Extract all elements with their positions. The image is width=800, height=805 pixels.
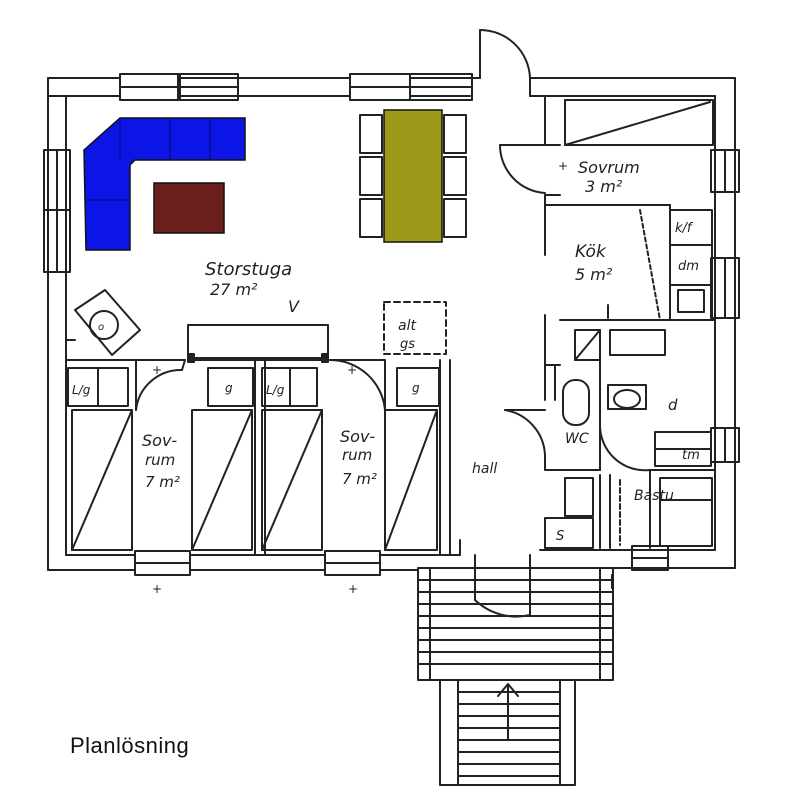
top-door <box>479 28 531 97</box>
plus-mark: + <box>348 582 358 596</box>
wardrobe-label-1: L/g <box>72 383 91 397</box>
bed-ne <box>498 99 714 194</box>
dining-chairs <box>359 114 467 238</box>
alt-label: alt <box>398 318 416 334</box>
sofa-cushions <box>86 118 211 201</box>
bedroom-2-name-a: Sov- <box>340 427 375 446</box>
plus-mark: + <box>347 363 357 377</box>
kitchen-area: 5 m² <box>575 265 613 284</box>
plus-mark: + <box>152 582 162 596</box>
wardrobe-label-2: L/g <box>266 383 285 397</box>
bedroom-ne-name: Sovrum <box>578 158 640 177</box>
bastu-label: Bastu <box>634 488 674 504</box>
rug <box>153 182 225 234</box>
sauna <box>544 477 713 549</box>
bedroom-2-beds <box>261 358 440 551</box>
bedroom-2-area: 7 m² <box>342 470 377 488</box>
dining-table <box>383 109 443 243</box>
bedroom-1-area: 7 m² <box>145 473 180 491</box>
shower-label: d <box>668 396 678 414</box>
closet-label-1: g <box>225 381 233 395</box>
plan-caption: Planlösning <box>70 733 190 758</box>
closet-label-2: g <box>412 381 420 395</box>
alt-label-b: gs <box>400 337 415 352</box>
plus-mark: + <box>152 363 162 377</box>
wc-label: WC <box>565 431 589 447</box>
washer-label: tm <box>682 448 700 463</box>
fridge-freezer-label: k/f <box>675 221 694 236</box>
living-room-area: 27 m² <box>210 280 258 299</box>
stove-s-label: S <box>556 529 564 544</box>
dishwasher-label: dm <box>678 259 699 274</box>
bedroom-1-name-b: rum <box>145 451 175 469</box>
windows <box>43 73 740 576</box>
bedroom-ne-area: 3 m² <box>585 177 623 196</box>
living-furniture <box>65 289 447 363</box>
kitchen-counter <box>574 209 713 361</box>
hall-label: hall <box>472 461 497 477</box>
corner-sofa <box>83 117 246 251</box>
porch-steps <box>417 554 614 786</box>
tv-label: V <box>288 297 300 316</box>
heater-label: o <box>98 322 104 333</box>
bathroom-fixtures <box>504 379 712 472</box>
bedroom-1-beds <box>67 359 254 551</box>
plus-mark: + <box>558 159 568 173</box>
bedroom-1-name-a: Sov- <box>142 431 177 450</box>
bedroom-2-name-b: rum <box>342 446 372 464</box>
living-room-name: Storstuga <box>205 259 292 280</box>
kitchen-name: Kök <box>575 242 607 262</box>
outer-walls <box>47 77 736 571</box>
